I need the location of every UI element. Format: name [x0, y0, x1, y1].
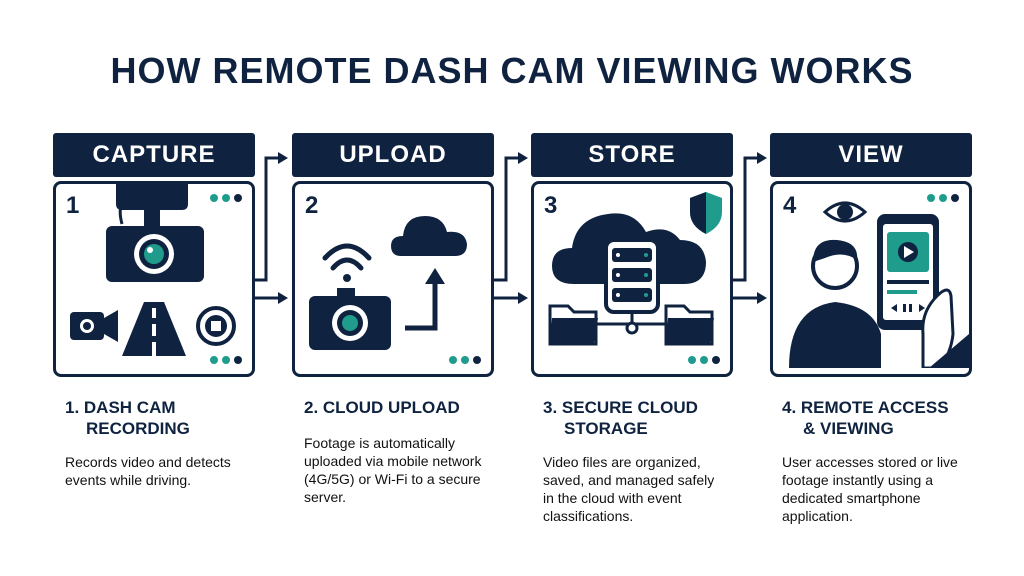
step-title: 4. REMOTE ACCESS & VIEWING	[782, 398, 949, 438]
step-number: 3	[544, 192, 558, 219]
folder-icon	[548, 304, 714, 346]
indicator-dots	[210, 356, 242, 364]
step-description: Video files are organized, saved, and ma…	[543, 454, 715, 524]
step-header: UPLOAD	[292, 133, 494, 177]
step-panel: 2	[292, 181, 494, 377]
person-icon	[789, 239, 881, 368]
step-title: 3. SECURE CLOUD STORAGE	[543, 398, 698, 438]
step-upload: UPLOAD 2	[292, 133, 494, 506]
smartphone-icon	[877, 214, 939, 330]
indicator-dots	[927, 194, 959, 202]
road-icon	[122, 302, 186, 356]
database-icon	[604, 238, 660, 314]
record-button-icon	[196, 306, 236, 346]
camera-icon	[309, 288, 391, 350]
eye-icon	[822, 201, 868, 223]
step-header: CAPTURE	[53, 133, 255, 177]
video-camera-icon	[70, 310, 118, 342]
indicator-dots	[449, 356, 481, 364]
step-description: Footage is automatically uploaded via mo…	[304, 435, 482, 505]
step-store: STORE 3	[531, 133, 733, 525]
wifi-signal-icon	[322, 243, 372, 282]
step-number: 1	[66, 192, 80, 219]
page-title: HOW REMOTE DASH CAM VIEWING WORKS	[110, 50, 914, 91]
hand-icon	[921, 288, 969, 368]
shield-icon	[690, 192, 722, 234]
step-number: 4	[783, 192, 797, 219]
play-icon	[904, 246, 914, 258]
step-title: 2. CLOUD UPLOAD	[304, 398, 460, 417]
step-description: Records video and detects events while d…	[65, 454, 231, 488]
step-panel: 4	[770, 181, 972, 377]
step-panel: 1	[53, 181, 255, 377]
step-header: STORE	[531, 133, 733, 177]
step-header: VIEW	[770, 133, 972, 177]
network-lines	[596, 312, 668, 335]
step-capture: CAPTURE 1	[53, 133, 255, 489]
step-description: User accesses stored or live footage ins…	[782, 454, 958, 524]
dash-camera-icon	[106, 184, 204, 282]
step-title: 1. DASH CAM RECORDING	[65, 398, 190, 438]
indicator-dots	[688, 356, 720, 364]
cloud-icon	[391, 216, 467, 256]
indicator-dots	[210, 194, 242, 202]
upload-arrow-icon	[405, 268, 445, 331]
step-number: 2	[305, 192, 319, 219]
step-panel: 3	[531, 181, 733, 377]
step-view: VIEW 4	[770, 133, 972, 525]
